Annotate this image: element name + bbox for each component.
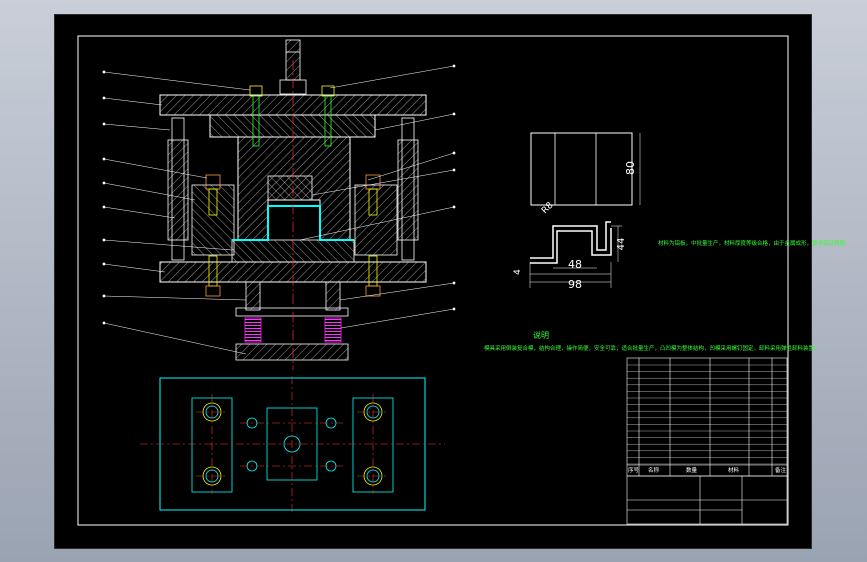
header-remarks: 备注 [775, 466, 787, 474]
header-material: 材料 [728, 466, 740, 474]
header-no: 序号 [628, 466, 640, 474]
dim-flange-label: 44 [616, 238, 627, 251]
product-profile [530, 221, 611, 259]
stripper-right [354, 184, 398, 256]
tech-requirements-text: 材料为铝板，中批量生产，材料厚度等级合格，由于金属成形，要求保证精度。 [658, 239, 851, 247]
drawing-frame-outer [77, 35, 789, 526]
product-top-view [530, 132, 633, 206]
dim-height-label: 80 [624, 161, 637, 175]
product-drawing: 80 48 98 44 R8 4 [513, 132, 641, 291]
dim-top-width-label: 48 [568, 258, 582, 271]
dim-radius-label: R8 [540, 200, 556, 216]
stripper-left [191, 184, 235, 256]
notes-title: 说明 [533, 330, 549, 340]
formed-part [232, 205, 354, 241]
bolts [205, 85, 381, 297]
dim-overall-width-label: 98 [568, 278, 582, 291]
dim-thickness-label: 4 [513, 269, 523, 275]
parts-list-rows [627, 364, 787, 465]
explanation-text: 模具采用倒装复合模，结构合理，操作简便，安全可靠，适合批量生产，凸凹模为整体结构… [484, 344, 820, 352]
bottom-plate [235, 343, 349, 361]
title-block [626, 357, 788, 525]
spring-left [244, 317, 262, 343]
header-name: 名称 [648, 466, 660, 474]
leader-lines [102, 64, 456, 355]
die-plan-view [140, 376, 445, 512]
punch-holder [209, 114, 376, 138]
notes: 材料为铝板，中批量生产，材料厚度等级合格，由于金属成形，要求保证精度。 说明 模… [484, 239, 851, 352]
die-assembly-section [102, 39, 456, 370]
spring-right [324, 317, 342, 343]
header-qty: 数量 [686, 466, 698, 474]
ejector-plate [235, 307, 349, 317]
parts-list-header: 序号 名称 数量 材料 备注 [628, 466, 787, 474]
